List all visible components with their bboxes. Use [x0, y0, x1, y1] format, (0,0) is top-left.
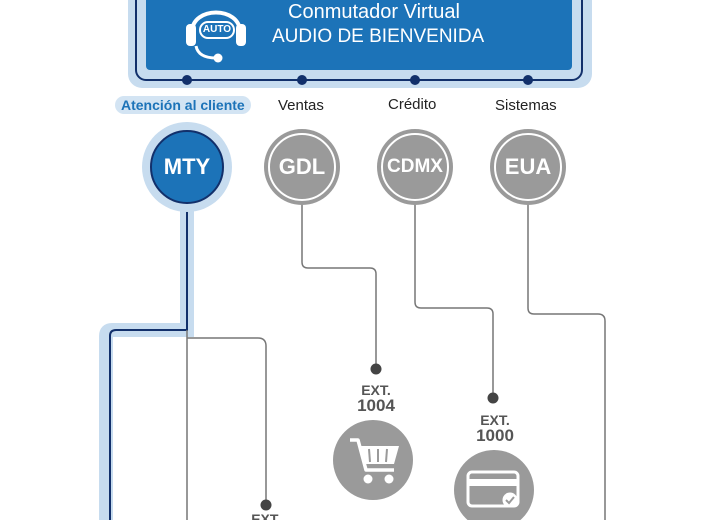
- cdmx-line: [414, 196, 494, 398]
- header-title-line2: AUDIO DE BIENVENIDA: [272, 26, 485, 47]
- branch-label-ventas[interactable]: Ventas: [278, 97, 324, 114]
- auto-badge-label: AUTO: [202, 24, 232, 35]
- shopping-cart-icon: [333, 420, 413, 500]
- branch-label-sistemas[interactable]: Sistemas: [495, 97, 557, 114]
- ext-prefix: EXT.: [251, 512, 281, 520]
- headset-icon: [186, 10, 246, 63]
- node-gdl[interactable]: GDL: [278, 154, 326, 179]
- header-box: [146, 0, 572, 70]
- auto-badge: [199, 21, 235, 39]
- ext-number: 1000: [476, 426, 514, 445]
- bus-dot: [410, 75, 420, 85]
- ext-dot: [370, 363, 382, 375]
- mty-line-right: [187, 337, 267, 505]
- gdl-line: [301, 196, 377, 369]
- ext-dot: [260, 499, 272, 511]
- mty-node-circle: [150, 130, 224, 204]
- eua-node-circle: [494, 133, 562, 201]
- credit-card-icon: [454, 450, 534, 525]
- ext-number: 1004: [357, 396, 395, 415]
- eua-line: [527, 196, 606, 520]
- bus-dot: [297, 75, 307, 85]
- bus-dot: [182, 75, 192, 85]
- node-mty[interactable]: MTY: [163, 154, 211, 179]
- active-path-band: [99, 200, 194, 520]
- ext-1000: EXT. 1000: [465, 413, 525, 445]
- branch-label-credito[interactable]: Crédito: [388, 96, 437, 113]
- ext-prefix: EXT.: [480, 412, 510, 428]
- node-eua[interactable]: EUA: [504, 154, 552, 179]
- ext-partial: EXT.: [246, 512, 286, 520]
- branch-label-atencion[interactable]: Atención al cliente: [115, 96, 251, 114]
- active-path-line: [109, 200, 188, 520]
- bus-dot: [523, 75, 533, 85]
- ext-1004: EXT. 1004: [346, 383, 406, 415]
- ext-prefix: EXT.: [361, 382, 391, 398]
- header-navy-outline: [135, 0, 583, 81]
- node-cdmx[interactable]: CDMX: [387, 156, 443, 177]
- ext-dot: [487, 392, 499, 404]
- cdmx-node-circle: [381, 133, 449, 201]
- gdl-node-circle: [268, 133, 336, 201]
- header-title-line1: Conmutador Virtual: [288, 1, 460, 23]
